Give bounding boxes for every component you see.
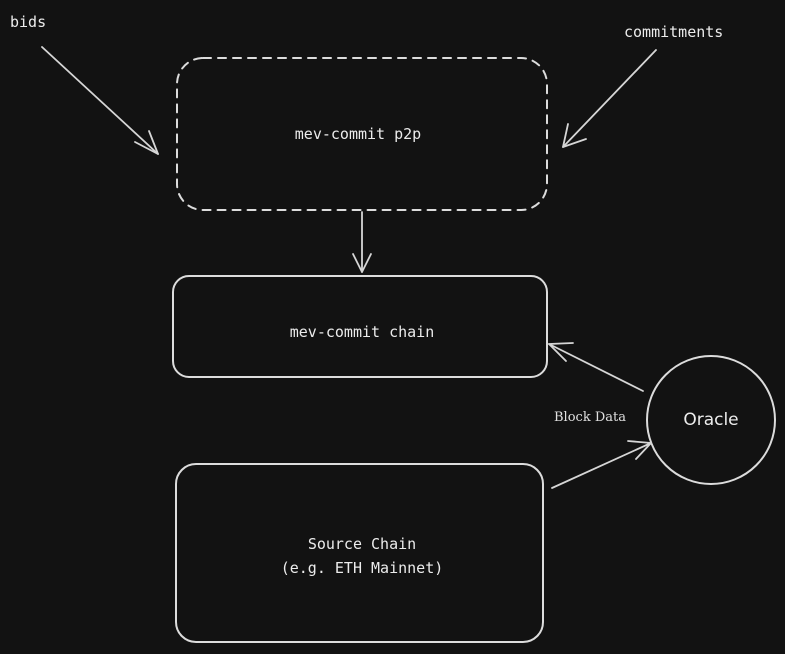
source-chain-label-line2: (e.g. ETH Mainnet): [281, 559, 444, 577]
bids-arrow: [41, 46, 159, 155]
block-data-label: Block Data: [554, 410, 626, 425]
oracle-to-chain-arrow: [548, 342, 644, 392]
commitments-label: commitments: [624, 23, 723, 41]
oracle-node: Oracle: [646, 355, 776, 485]
oracle-label: Oracle: [683, 410, 738, 430]
p2p-label: mev-commit p2p: [295, 125, 421, 143]
source-to-oracle-arrow: [551, 440, 652, 489]
source-chain-node: Source Chain (e.g. ETH Mainnet): [175, 463, 544, 643]
mev-commit-chain-node: mev-commit chain: [172, 275, 548, 378]
chain-label: mev-commit chain: [290, 323, 435, 341]
source-chain-label-line1: Source Chain: [308, 535, 416, 553]
p2p-to-chain-arrow: [352, 211, 372, 273]
p2p-node: mev-commit p2p: [176, 57, 548, 211]
commitments-arrow: [562, 49, 657, 148]
bids-label: bids: [10, 13, 46, 31]
